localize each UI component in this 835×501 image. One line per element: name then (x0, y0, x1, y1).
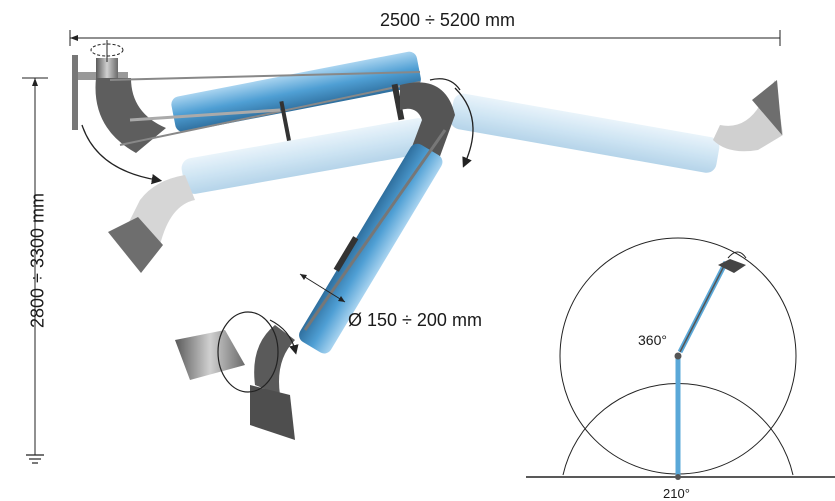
width-dimension (69, 30, 781, 46)
diameter-dimension-label: Ø 150 ÷ 200 mm (348, 310, 482, 330)
width-dimension-label: 2500 ÷ 5200 mm (380, 10, 515, 30)
height-dimension (22, 77, 48, 464)
wall-elbow (95, 78, 166, 153)
height-dimension-label: 2800 ÷ 3300 mm (27, 193, 48, 328)
ghost-arm-right (450, 80, 783, 173)
rotation-360-label: 360° (638, 332, 667, 348)
lower-arm (299, 129, 447, 354)
rotation-210-label: 210° (663, 486, 690, 501)
ground-symbol-icon (26, 454, 44, 464)
reach-diagram (526, 237, 835, 480)
upper-arm (109, 51, 421, 146)
hood-icon (175, 325, 295, 440)
ghost-arm-left (108, 118, 431, 273)
rotation-arrow-icon (217, 311, 299, 393)
wall-bracket-icon (72, 40, 128, 130)
